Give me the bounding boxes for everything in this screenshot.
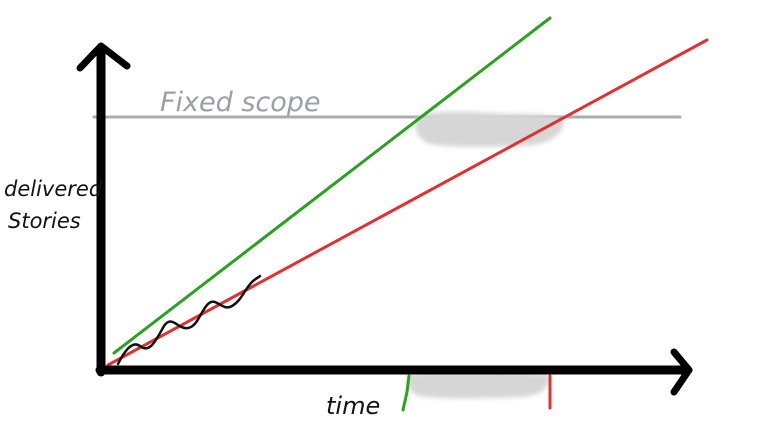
x-axis-arrowhead: [670, 348, 693, 396]
y-axis-arrowhead: [76, 42, 131, 72]
slow-trend-line: [106, 38, 709, 367]
fast-finish-tick: [401, 374, 411, 412]
fast-trend-line: [112, 16, 552, 355]
time-uncertainty-blob: [406, 372, 550, 399]
y-axis-label-line2: Stories: [8, 209, 81, 233]
y-axis-label-line1: delivered: [4, 177, 103, 201]
actual-progress-squiggle: [116, 274, 262, 366]
fixed-scope-label: Fixed scope: [160, 87, 321, 118]
x-axis-label: time: [326, 392, 380, 420]
